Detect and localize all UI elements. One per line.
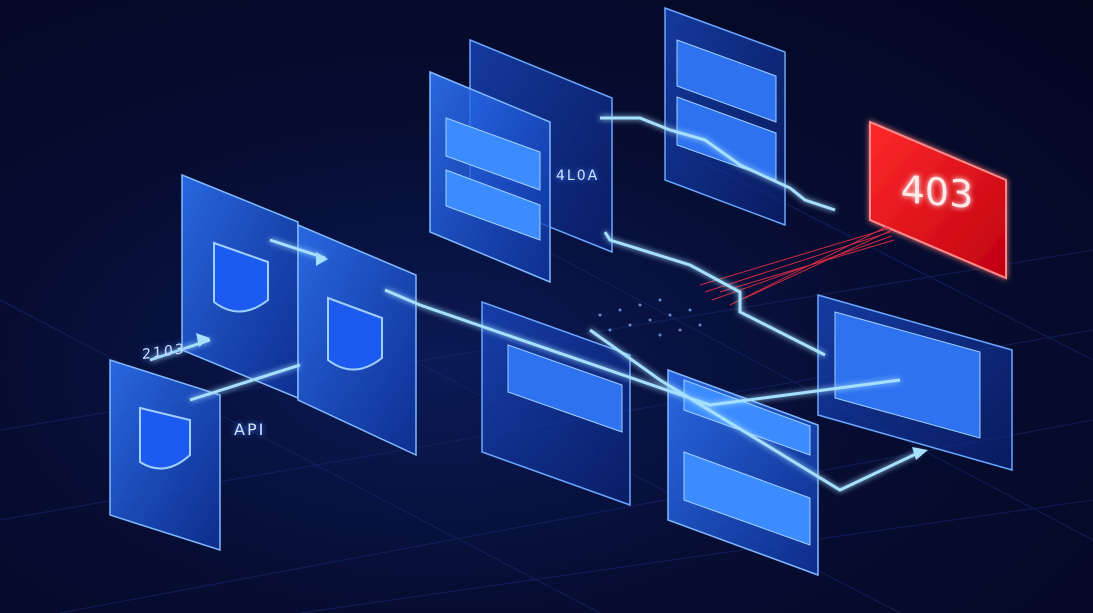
error-panel [869,120,1007,280]
arrow-icons [196,252,928,460]
panel-bottom-right-rows [683,379,811,546]
red-beam [699,225,895,306]
connection-lines [149,116,921,492]
panel-right-row [834,311,981,439]
data-dots [598,298,702,337]
api-label: API [234,420,266,439]
mid-code-label: 4L0A [556,168,600,184]
shield-icon [139,241,383,470]
panel-middle-row [507,344,623,433]
panel-top-front-rows [445,117,541,241]
